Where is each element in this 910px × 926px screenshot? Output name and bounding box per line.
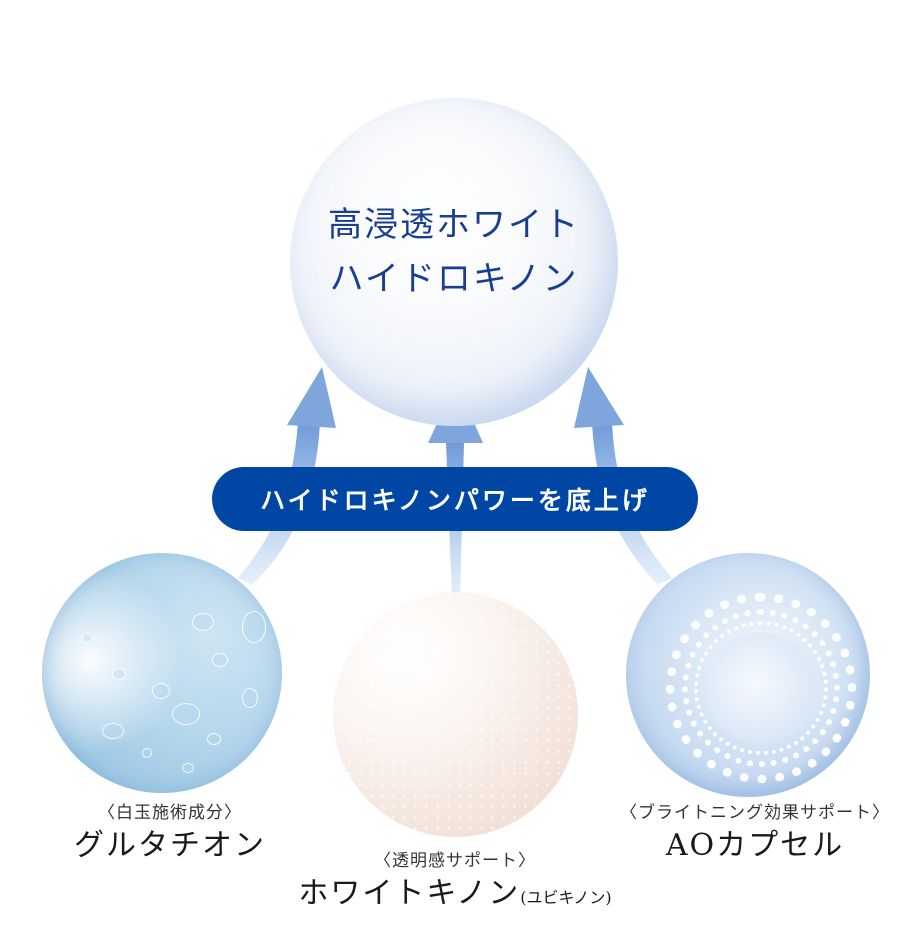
bubble bbox=[142, 748, 152, 758]
bubble bbox=[242, 688, 258, 708]
arrow-up-icon-left bbox=[238, 367, 336, 585]
main-title-line-2: ハイドロキノン bbox=[329, 259, 579, 299]
bubble bbox=[82, 633, 92, 643]
capsule-ring-inner bbox=[694, 621, 828, 755]
glutathione-sphere-image bbox=[42, 553, 282, 793]
ingredient-category: 〈白玉施術成分〉 bbox=[98, 803, 242, 823]
main-title-line-1: 高浸透ホワイト bbox=[328, 205, 580, 245]
bubble bbox=[242, 611, 266, 643]
ingredient-name-row: ホワイトキノン(ユビキノン) bbox=[270, 874, 640, 918]
ingredient-caption-white-quinone: 〈透明感サポート〉 ホワイトキノン(ユビキノン) bbox=[270, 848, 640, 918]
hydroquinone-boost-banner: ハイドロキノンパワーを底上げ bbox=[212, 467, 698, 531]
capsule-core bbox=[706, 633, 816, 743]
white-quinone-sphere-image bbox=[333, 592, 578, 837]
main-ingredient-title: 高浸透ホワイト ハイドロキノン bbox=[290, 198, 618, 306]
ao-capsule-sphere-image bbox=[626, 553, 870, 797]
ingredient-category: 〈ブライトニング効果サポート〉 bbox=[620, 803, 890, 823]
bubble bbox=[192, 613, 214, 631]
bubble bbox=[207, 733, 221, 745]
bubble bbox=[112, 668, 126, 680]
ingredient-caption-ao-capsule: 〈ブライトニング効果サポート〉 AOカプセル bbox=[600, 800, 910, 866]
bubble bbox=[182, 763, 194, 773]
ingredient-name: グルタチオン bbox=[74, 828, 266, 863]
capsule-ring-outer bbox=[666, 593, 856, 783]
bubble bbox=[152, 683, 170, 699]
main-ingredient-sphere: 高浸透ホワイト ハイドロキノン bbox=[290, 98, 618, 426]
bubble bbox=[212, 653, 228, 667]
ingredient-name: ホワイトキノン bbox=[298, 876, 521, 911]
ingredient-name-note: (ユビキノン) bbox=[520, 888, 612, 907]
ingredient-category: 〈透明感サポート〉 bbox=[374, 851, 536, 871]
ingredient-caption-glutathione: 〈白玉施術成分〉 グルタチオン bbox=[40, 800, 300, 866]
bubble bbox=[102, 723, 124, 739]
ingredient-name: AOカプセル bbox=[665, 828, 845, 863]
capsule-ring-middle bbox=[682, 609, 840, 767]
arrow-up-icon-right bbox=[574, 367, 672, 585]
dot-pattern bbox=[333, 592, 578, 837]
bubble bbox=[172, 703, 200, 725]
